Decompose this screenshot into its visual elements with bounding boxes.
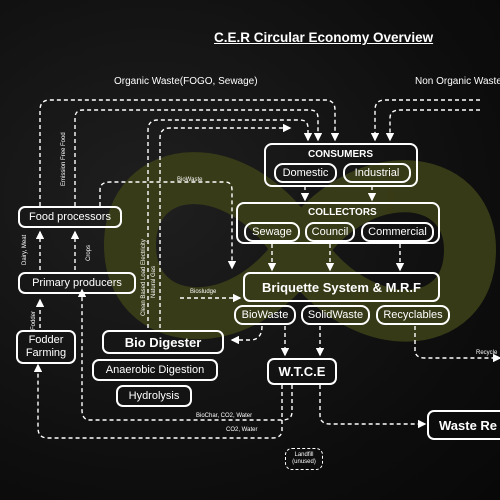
biochar-label: BioChar, CO2, Water: [196, 413, 253, 419]
consumers-title: CONSUMERS: [308, 149, 374, 160]
page-title: C.E.R Circular Economy Overview: [214, 30, 434, 45]
commercial-node: Commercial: [361, 222, 434, 242]
bio-digester-node: Bio Digester: [102, 330, 224, 354]
wtce-node: W.T.C.E: [267, 358, 337, 385]
fodder-farming-node: Fodder Farming: [16, 330, 76, 364]
consumers-group: [264, 143, 418, 187]
landfill-node: Landfill (unused): [285, 448, 323, 470]
natural-gas-label: Natural Gas: [151, 265, 157, 298]
food-processors-node: Food processors: [18, 206, 122, 228]
waste-residue-node: Waste Re: [427, 410, 500, 440]
hydrolysis-node: Hydrolysis: [116, 385, 192, 407]
recycle-label: Recycle: [476, 350, 498, 356]
organic-waste-label: Organic Waste(FOGO, Sewage): [114, 76, 258, 87]
collectors-group: [236, 202, 440, 244]
anaerobic-digestion-node: Anaerobic Digestion: [92, 359, 218, 381]
biowaste-flow-label: BioWaste: [177, 177, 203, 183]
dairy-meat-label: Dairy, Meat: [22, 234, 28, 265]
industrial-node: Industrial: [343, 163, 411, 183]
solidwaste-node: SolidWaste: [301, 305, 370, 325]
briquette-system-node: Briquette System & M.R.F: [243, 272, 440, 302]
sewage-node: Sewage: [244, 222, 300, 242]
biowaste-node: BioWaste: [234, 305, 296, 325]
clean-electricity-label: Clean Based Load Electricity: [141, 239, 147, 316]
domestic-node: Domestic: [274, 163, 337, 183]
collectors-title: COLLECTORS: [308, 207, 377, 218]
emission-free-food-label: Emission Free Food: [61, 132, 67, 186]
non-organic-waste-label: Non Organic Waste: [415, 76, 500, 87]
recyclables-node: Recyclables: [376, 305, 450, 325]
crops-label: Crops: [86, 244, 92, 261]
fodder-label: Fodder: [31, 310, 37, 330]
biosludge-label: Biosludge: [190, 289, 217, 295]
primary-producers-node: Primary producers: [18, 272, 136, 294]
council-node: Council: [305, 222, 355, 242]
co2-water-label: CO2, Water: [226, 427, 258, 433]
